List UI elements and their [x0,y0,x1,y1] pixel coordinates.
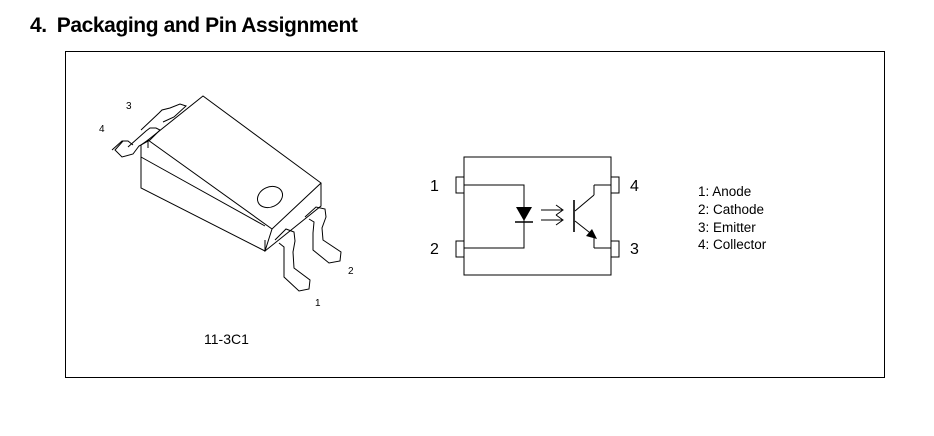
package-pin-label-3: 3 [126,101,132,112]
package-drawing [111,95,342,292]
pin-assignment-item: 1: Anode [698,184,752,199]
package-code: 11-3C1 [204,331,249,347]
schematic-pin-2: 2 [430,241,439,258]
section-title: 4. Packaging and Pin Assignment [30,14,358,38]
lead-3 [140,103,187,131]
pin-assignment-item: 2: Cathode [698,201,765,217]
schematic-pin-4: 4 [630,178,639,195]
schematic-body [463,156,612,276]
schematic-pin-1: 1 [430,178,439,195]
pin-assignment-item: 3: Emitter [698,219,756,235]
schematic-diagram [455,156,620,276]
led-diode-symbol [516,207,532,221]
pin-1-marker [256,185,284,209]
section-number: 4. [30,14,47,37]
pin-tab-4 [610,176,620,194]
package-pin-label-2: 2 [348,266,354,277]
figure-frame [65,51,885,378]
package-pin-label-1: 1 [315,298,321,309]
pin-assignment-list: 1: Anode 2: Cathode 3: Emitter 4: Collec… [698,183,766,254]
lead-1 [274,228,311,292]
light-arrows [541,204,564,226]
package-front-face [140,139,273,252]
phototransistor-symbol [573,184,611,249]
pin-assignment-item: 4: Collector [698,237,767,253]
lead-2 [304,206,342,264]
lead-4 [114,127,161,158]
section-title-text: Packaging and Pin Assignment [56,14,358,37]
package-pin-label-4: 4 [99,124,105,135]
pin-tab-3 [610,240,620,258]
schematic-pin-3: 3 [630,241,639,258]
pin-tab-2 [455,240,465,258]
pin-tab-1 [455,176,465,194]
